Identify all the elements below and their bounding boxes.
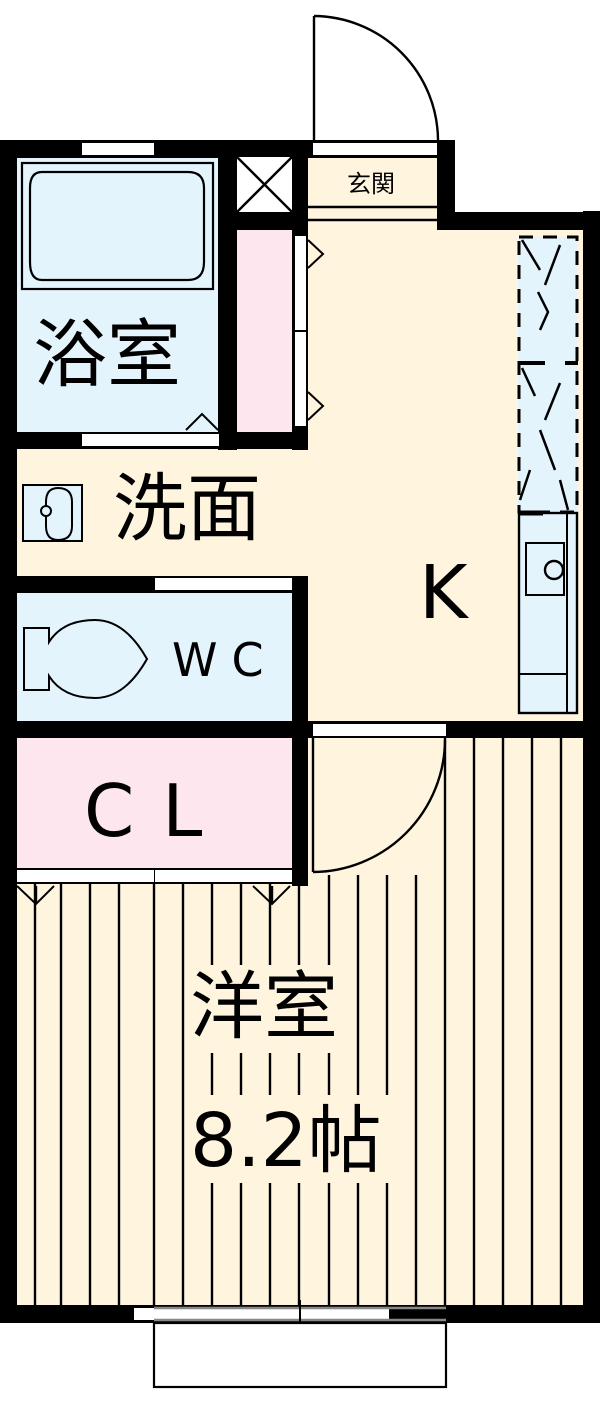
- western-room-size: 8.2帖: [190, 1098, 382, 1184]
- toilet-bowl-icon: [23, 618, 149, 700]
- balcony-window[interactable]: [134, 1308, 389, 1320]
- entry-door-opening[interactable]: [313, 143, 437, 155]
- room-door-opening[interactable]: [313, 724, 446, 736]
- washroom-label: 洗面: [113, 466, 261, 552]
- entrance-floor: [308, 157, 438, 231]
- toilet-label: WC: [172, 633, 278, 687]
- bath-window[interactable]: [82, 143, 154, 155]
- wall-entrance-right: [437, 140, 455, 230]
- closet-right-wall: [292, 738, 308, 886]
- bathroom-floor: [17, 157, 219, 432]
- entry-door-swing-icon: [312, 14, 440, 141]
- ventilation-shaft-icon: [236, 156, 293, 213]
- western-room-label: 洋室: [190, 964, 338, 1050]
- kitchen-label: K: [419, 550, 468, 636]
- wall-right: [583, 211, 600, 1323]
- closet-door-right[interactable]: [155, 870, 292, 882]
- kitchen-cupboard-icon: [517, 235, 579, 514]
- storage-floor: [237, 230, 293, 432]
- storage-door-lower[interactable]: [295, 332, 306, 426]
- wall-shaft-bottom: [218, 212, 308, 230]
- wall-kitchen-top: [437, 212, 600, 230]
- bathtub-icon: [20, 161, 215, 291]
- wash-basin-icon: [22, 484, 83, 542]
- bathroom-label: 浴室: [33, 312, 181, 398]
- kitchen-sink-icon: [517, 510, 579, 715]
- bath-door[interactable]: [82, 434, 219, 446]
- toilet-door[interactable]: [155, 578, 292, 590]
- balcony-icon: [152, 1300, 448, 1389]
- room-door-swing-icon: [311, 738, 447, 874]
- wall-closet-top: [0, 721, 308, 738]
- storage-door-upper[interactable]: [295, 236, 306, 330]
- closet-label: CL: [84, 769, 231, 853]
- closet-floor-top: [17, 738, 293, 869]
- closet-door-frame-bottom: [17, 882, 308, 884]
- closet-door-left[interactable]: [17, 870, 154, 882]
- entrance-label: 玄関: [347, 170, 395, 198]
- western-room-label-mask: [186, 965, 338, 1053]
- closet-door-frame: [17, 868, 308, 870]
- western-room-size-mask: [188, 1095, 398, 1183]
